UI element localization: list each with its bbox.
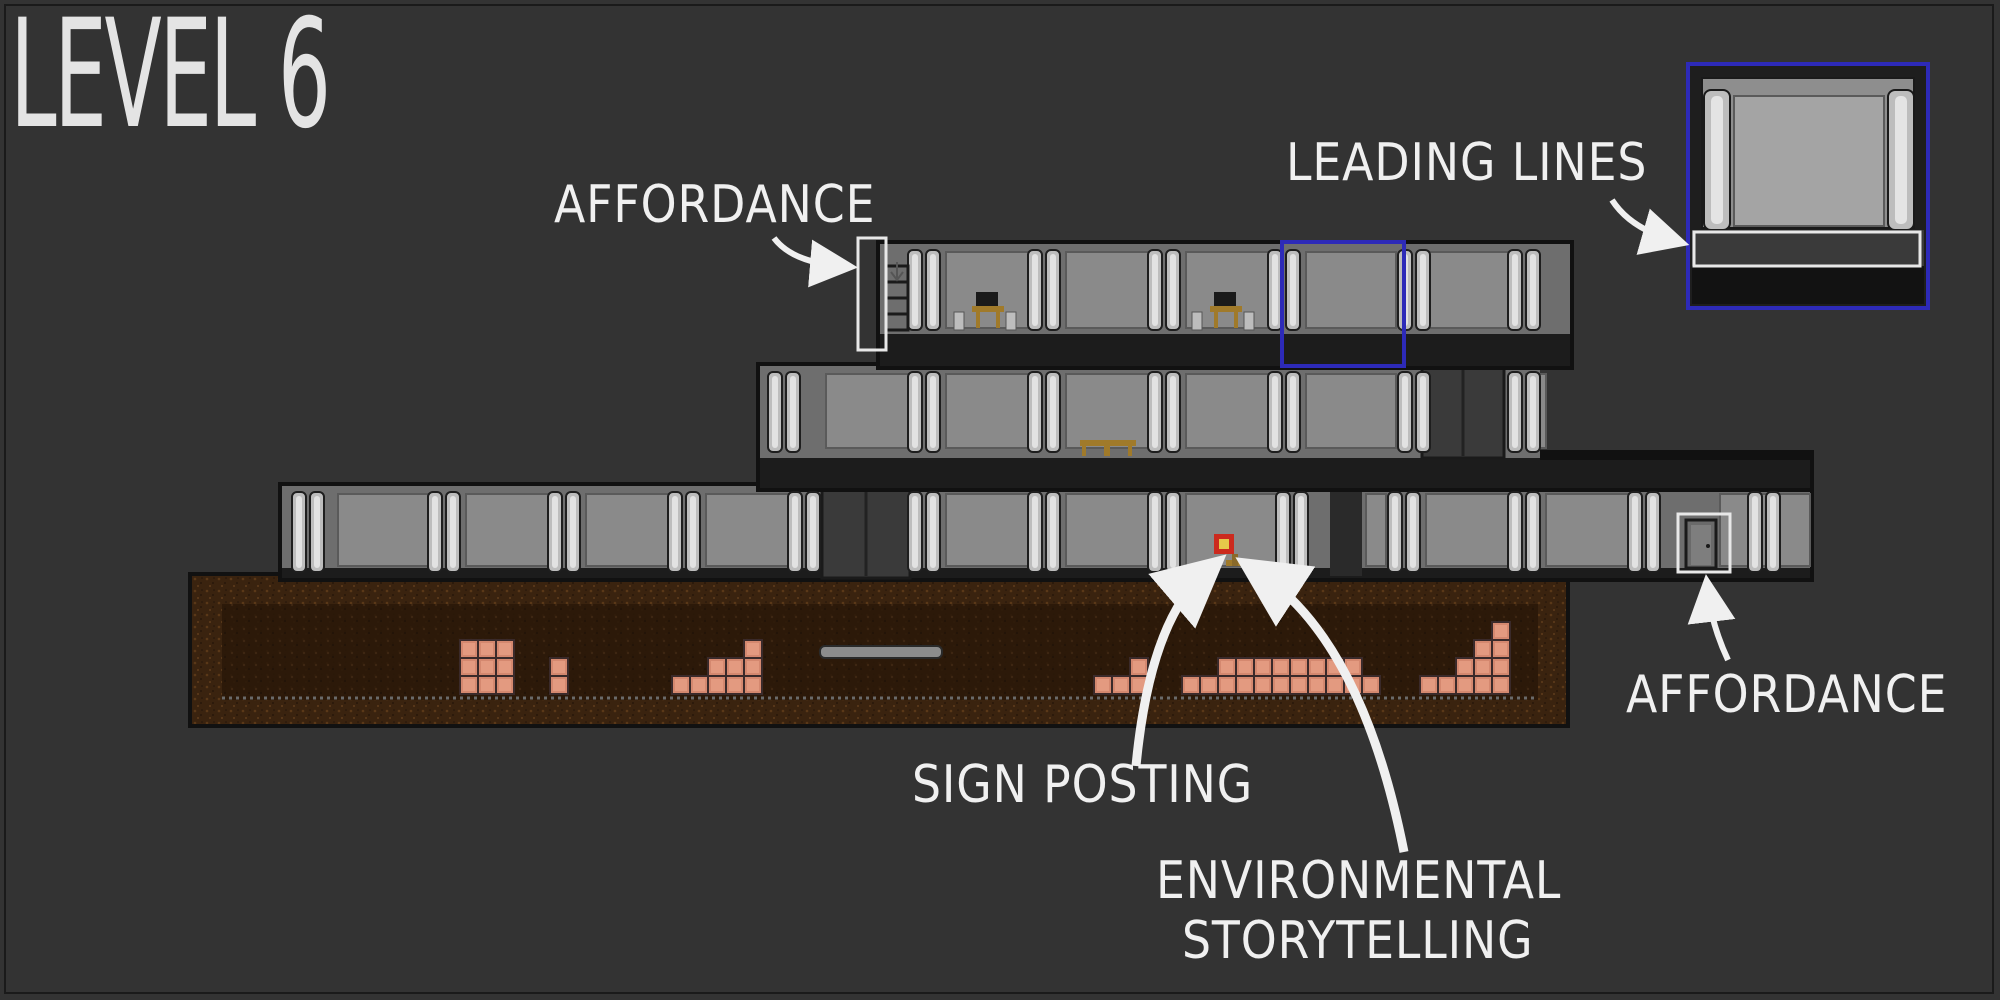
wall-panels bbox=[337, 251, 1811, 567]
leading-lines-floor-highlight bbox=[1692, 230, 1922, 268]
affordance-door-highlight bbox=[1676, 512, 1732, 574]
callout-affordance-top: AFFORDANCE bbox=[554, 175, 876, 235]
computer-desk-icon bbox=[953, 292, 1017, 331]
metal-platform bbox=[819, 645, 943, 659]
computer-desk-icon bbox=[1191, 292, 1255, 331]
leading-lines-inset bbox=[1686, 62, 1930, 310]
level-title: LEVEL 6 bbox=[10, 0, 331, 162]
leading-lines-highlight bbox=[1280, 240, 1406, 368]
screen-frame bbox=[4, 4, 1994, 994]
callout-leading-lines: LEADING LINES bbox=[1286, 133, 1648, 193]
affordance-ladder-highlight bbox=[856, 236, 888, 352]
callout-sign-posting: SIGN POSTING bbox=[912, 755, 1254, 815]
door-icon[interactable] bbox=[1684, 518, 1718, 570]
desk-icon bbox=[1080, 440, 1136, 456]
sign-post-icon[interactable] bbox=[1214, 534, 1244, 566]
callout-storytelling: STORYTELLING bbox=[1182, 911, 1534, 971]
callout-affordance-right: AFFORDANCE bbox=[1626, 665, 1948, 725]
callout-environmental: ENVIRONMENTAL bbox=[1156, 851, 1562, 911]
